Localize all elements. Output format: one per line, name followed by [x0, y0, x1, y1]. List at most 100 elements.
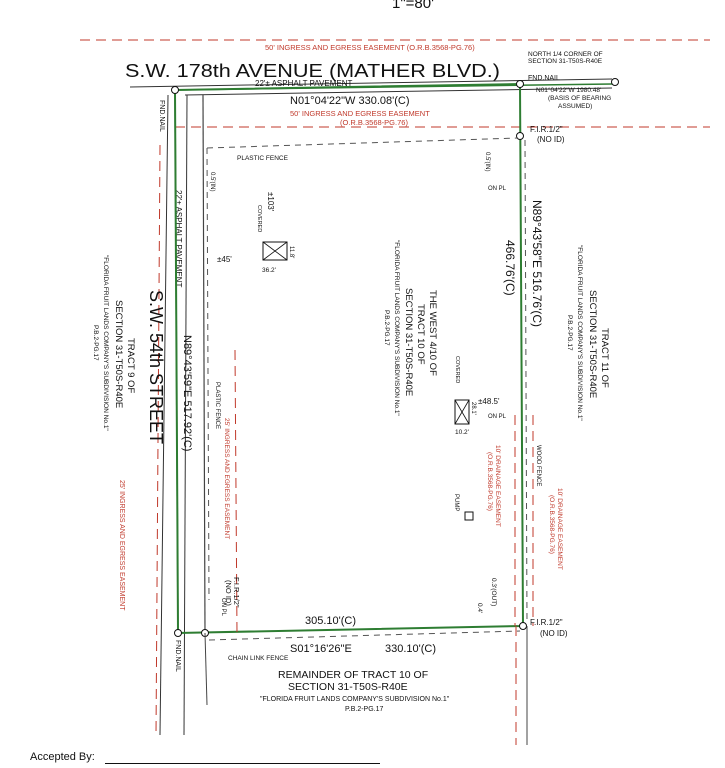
tract-center-text: THE WEST 4/10 OF TRACT 10 OF SECTION 31-…	[383, 240, 438, 416]
covered-structure-1	[262, 241, 288, 261]
corner-note-1: NORTH 1/4 CORNER OF	[528, 51, 603, 58]
road-name-west: S.W. 54th STREET	[146, 290, 166, 444]
drainage-inner-label-2: (O.R.B.3568-PG.76)	[486, 452, 493, 511]
dim-485: ±48.5'	[478, 397, 500, 406]
pump-marker	[464, 511, 474, 521]
fir-se-id: (NO ID)	[540, 629, 568, 638]
survey-drawing: 1"=80' 50' INGRESS AND EGRESS EASEMENT (…	[80, 0, 710, 745]
dim-45: ±45'	[217, 255, 232, 264]
property-boundary	[173, 82, 525, 635]
dim-05-in: 0.5'(IN)	[484, 152, 490, 171]
ingress-outer-label: 25' INGRESS AND EGRESS EASEMENT	[118, 480, 125, 611]
tract-south-2: SECTION 31-T50S-R40E	[288, 681, 408, 693]
fir-sw-id: (NO ID)	[224, 580, 233, 606]
fnd-nail-sw: FND.NAIL	[174, 640, 181, 672]
covered-label-2: COVERED	[454, 356, 460, 383]
tract-south-3: "FLORIDA FRUIT LANDS COMPANY'S SUBDIVISI…	[260, 696, 450, 703]
covered-label-1: COVERED	[256, 205, 262, 232]
dim-102: 10.2'	[455, 429, 469, 436]
accepted-by-label: Accepted By:	[30, 751, 95, 763]
section-corner-marker	[611, 78, 619, 86]
on-pl-3: ON PL	[220, 598, 226, 617]
drainage-outer-label-1: 10' DRAINAGE EASEMENT	[556, 488, 563, 570]
svg-text:"FLORIDA FRUIT LANDS COMPANY'S: "FLORIDA FRUIT LANDS COMPANY'S SUBDIVISI…	[393, 240, 400, 416]
south-stub-1	[204, 632, 208, 706]
tract-south-1: REMAINDER OF TRACT 10 OF	[278, 669, 428, 681]
covered-structure-1-x2	[262, 241, 288, 261]
footer: Accepted By:	[0, 745, 725, 768]
west-parcel-line	[202, 94, 206, 634]
dim-04: 0.4'	[476, 603, 483, 613]
easement-inner-label-1: 50' INGRESS AND EGRESS EASEMENT	[290, 109, 430, 118]
dim-362: 36.2'	[262, 267, 276, 274]
west-pavement-label: 22'± ASPHALT PAVEMENT	[174, 190, 183, 287]
drainage-outer-label-2: (O.R.B.3568-PG.76)	[548, 495, 555, 554]
wood-fence-label: WOOD FENCE	[535, 445, 541, 486]
west-road-edge-1	[159, 94, 169, 736]
dim-118: 11.8'	[288, 246, 294, 258]
pump-label: PUMP	[453, 494, 459, 511]
south-inner-dim: 305.10'(C)	[305, 615, 356, 627]
svg-text:P.B.2-PG.17: P.B.2-PG.17	[383, 310, 390, 346]
corner-basis-2: ASSUMED)	[558, 103, 592, 110]
scale-note: 1"=80'	[392, 0, 434, 12]
covered-structure-2-x2	[454, 399, 470, 425]
dim-03-out: 0.3'(OUT)	[490, 578, 497, 606]
monument-sw	[174, 629, 182, 637]
corner-fnd-nail: FND.NAIL	[528, 75, 560, 82]
road-name-north: S.W. 178th AVENUE (MATHER BLVD.)	[125, 61, 500, 81]
fir-sw: F.I.R.1/2"	[232, 577, 241, 608]
wood-fence	[524, 139, 528, 625]
south-distance: 330.10'(C)	[385, 643, 436, 655]
monument-se	[519, 622, 527, 630]
chain-link-fence	[208, 630, 521, 641]
ingress-inner-label: 25' INGRESS AND EGRESS EASEMENT	[223, 418, 230, 539]
east-bearing: N89°43'58"E 516.76'(C)	[530, 200, 544, 327]
west-easement-line	[155, 144, 161, 736]
on-pl-2: ON PL	[488, 414, 507, 420]
svg-text:TRACT 11 OF: TRACT 11 OF	[599, 328, 610, 388]
fir-ne-id: (NO ID)	[537, 135, 565, 144]
easement-top-label: 50' INGRESS AND EGRESS EASEMENT (O.R.B.3…	[265, 43, 475, 52]
plastic-fence-west-label: PLASTIC FENCE	[214, 382, 220, 429]
svg-text:P.B.2-PG.17: P.B.2-PG.17	[92, 325, 99, 361]
plastic-fence-top-label: PLASTIC FENCE	[237, 155, 289, 162]
north-road-edge-1	[129, 78, 613, 88]
fir-se: F.I.R.1/2"	[530, 618, 563, 627]
east-dim: 466.76'(C)	[503, 240, 517, 296]
svg-text:P.B.2-PG.17: P.B.2-PG.17	[566, 315, 573, 351]
corner-note-2: SECTION 31-T50S-R40E	[528, 58, 603, 65]
tract-west-text: TRACT 9 OF SECTION 31-T50S-R40E "FLORIDA…	[92, 255, 136, 431]
svg-text:SECTION 31-T50S-R40E: SECTION 31-T50S-R40E	[587, 290, 598, 398]
tract-south-4: P.B.2-PG.17	[345, 706, 384, 713]
svg-text:"FLORIDA FRUIT LANDS COMPANY'S: "FLORIDA FRUIT LANDS COMPANY'S SUBDIVISI…	[102, 255, 109, 431]
west-road-edge-2	[183, 94, 188, 736]
north-pavement-label: 22'± ASPHALT PAVEMENT	[255, 79, 352, 88]
svg-text:TRACT 10 OF: TRACT 10 OF	[415, 304, 426, 365]
easement-inner-label-2: (O.R.B.3568-PG.76)	[340, 118, 408, 127]
svg-text:SECTION 31-T50S-R40E: SECTION 31-T50S-R40E	[403, 288, 414, 396]
north-road-edge-2	[184, 87, 613, 96]
drainage-inner-label-1: 10' DRAINAGE EASEMENT	[494, 445, 501, 527]
on-pl-1: ON PL	[488, 186, 507, 192]
dim-103: ±103'	[266, 192, 275, 212]
fnd-nail-nw: FND.NAIL	[158, 100, 165, 132]
monument-ne	[516, 80, 524, 88]
svg-text:"FLORIDA FRUIT LANDS COMPANY'S: "FLORIDA FRUIT LANDS COMPANY'S SUBDIVISI…	[576, 245, 583, 421]
covered-structure-2	[454, 399, 470, 425]
plastic-fence-top	[206, 137, 519, 149]
svg-text:THE WEST 4/10 OF: THE WEST 4/10 OF	[427, 290, 438, 376]
tract-east-text: TRACT 11 OF SECTION 31-T50S-R40E "FLORID…	[566, 245, 610, 421]
dim-05-in-2: 0.5'(IN)	[209, 172, 215, 191]
fir-ne: F.I.R.1/2"	[530, 125, 563, 134]
monument-nw	[171, 86, 179, 94]
signature-line[interactable]	[105, 763, 380, 764]
west-bearing: N89°43'59"E 517.92'(C)	[181, 335, 193, 451]
chain-link-label: CHAIN LINK FENCE	[228, 655, 289, 662]
plastic-fence-west	[206, 147, 210, 601]
svg-text:SECTION 31-T50S-R40E: SECTION 31-T50S-R40E	[113, 300, 124, 408]
north-bearing: N01°04'22"W 330.08'(C)	[290, 95, 410, 107]
south-bearing: S01°16'26"E	[290, 643, 352, 655]
corner-bearing: N01°04'22"W 1980.48'	[536, 86, 601, 94]
corner-basis-1: (BASIS OF BEARING	[548, 95, 611, 102]
